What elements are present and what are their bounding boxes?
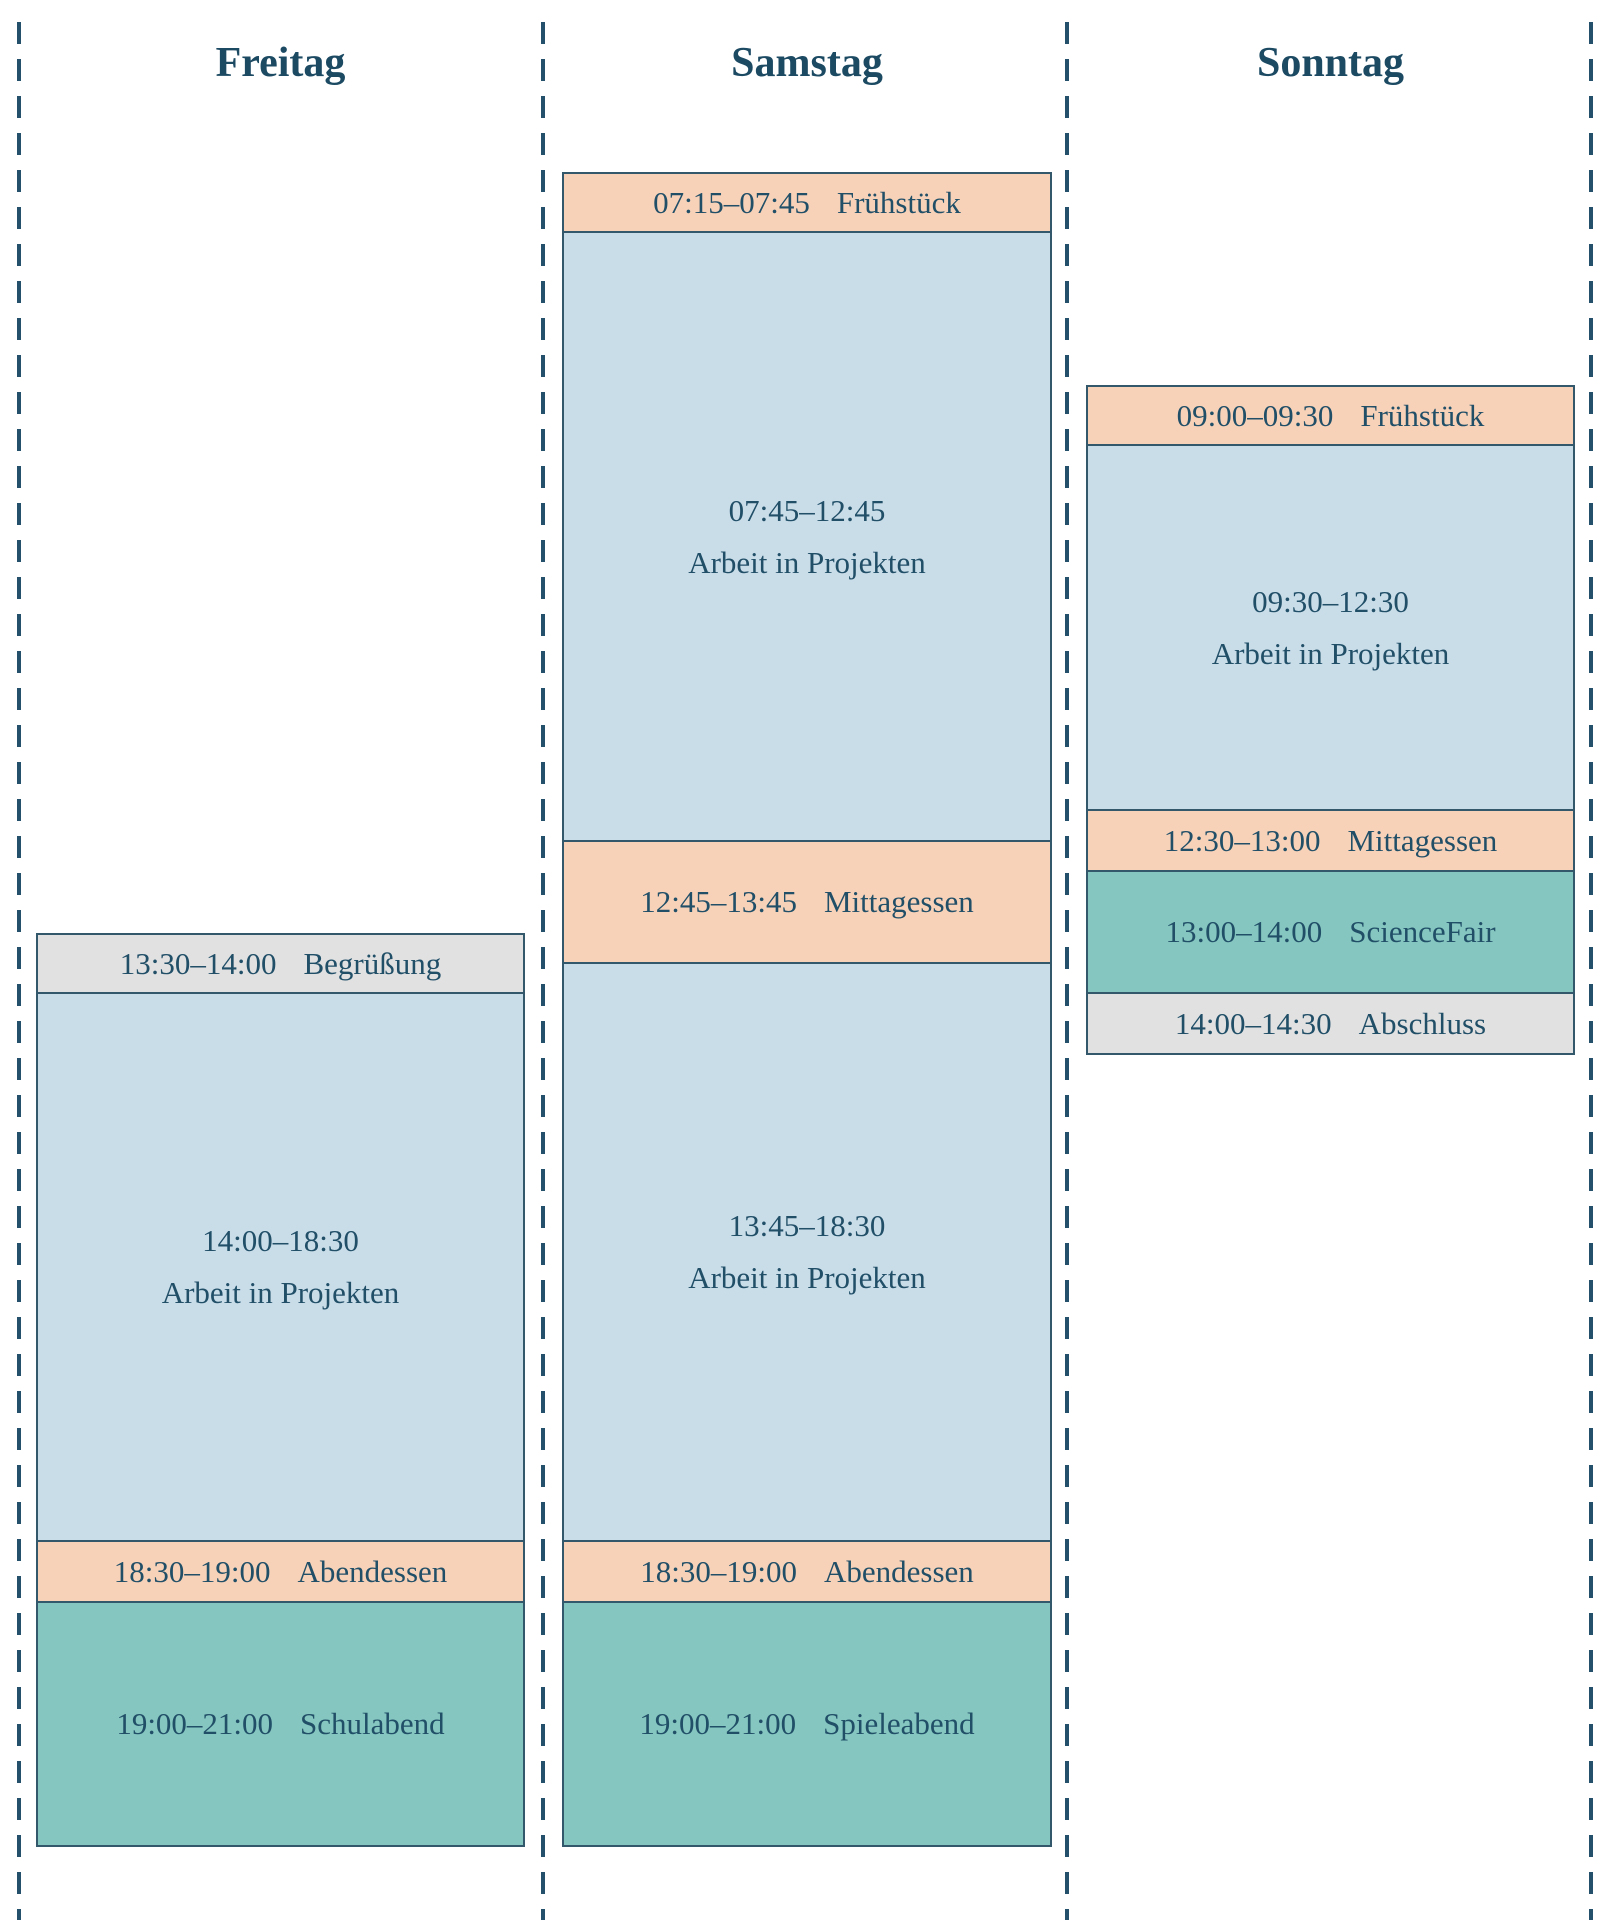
event-time: 14:00–18:30 (202, 1223, 359, 1258)
event-time: 14:00–14:30 (1174, 1005, 1332, 1041)
event-label: Frühstück (836, 184, 961, 220)
column-separator-line (541, 22, 545, 1920)
event-block: 19:00–21:00 Spieleabend (562, 1601, 1052, 1847)
event-block: 13:30–14:00 Begrüßung (36, 933, 525, 994)
event-label: Schulabend (300, 1706, 445, 1741)
column-separator-line (1065, 22, 1069, 1920)
event-block: 09:00–09:30 Frühstück (1086, 385, 1575, 446)
event-block: 14:00–14:30 Abschluss (1086, 992, 1575, 1055)
column-separator-line (1589, 22, 1593, 1920)
event-time: 09:00–09:30 (1176, 397, 1334, 433)
event-time: 18:30–19:00 (113, 1553, 271, 1589)
event-label: Abendessen (297, 1553, 448, 1589)
event-label: Spieleabend (823, 1706, 975, 1741)
event-label: Arbeit in Projekten (161, 1275, 400, 1310)
event-time: 07:15–07:45 (653, 184, 810, 220)
event-block: 13:00–14:00 ScienceFair (1086, 870, 1575, 994)
event-block: 07:15–07:45 Frühstück (562, 172, 1052, 233)
event-label: Mittagessen (1347, 822, 1498, 858)
event-time: 19:00–21:00 (639, 1706, 797, 1741)
event-label: Frühstück (1360, 397, 1485, 433)
event-block: 12:30–13:00 Mittagessen (1086, 809, 1575, 872)
day-header-saturday: Samstag (731, 40, 883, 86)
column-separator-line (17, 22, 21, 1920)
day-header-sunday: Sonntag (1256, 40, 1405, 86)
event-time: 12:30–13:00 (1163, 822, 1321, 858)
event-time: 18:30–19:00 (640, 1553, 797, 1589)
event-block: 18:30–19:00 Abendessen (562, 1540, 1052, 1603)
event-time: 07:45–12:45 (728, 492, 886, 528)
event-label: Abendessen (823, 1553, 974, 1589)
event-time: 09:30–12:30 (1252, 583, 1409, 619)
event-label: ScienceFair (1349, 914, 1496, 949)
event-time: 13:30–14:00 (119, 945, 277, 981)
event-label: Arbeit in Projekten (688, 1260, 926, 1295)
event-label: Arbeit in Projekten (1211, 635, 1450, 671)
event-block: 18:30–19:00 Abendessen (36, 1540, 525, 1603)
event-block: 12:45–13:45 Mittagessen (562, 840, 1052, 964)
event-label: Arbeit in Projekten (688, 544, 926, 580)
event-label: Abschluss (1358, 1005, 1487, 1041)
event-label: Mittagessen (823, 884, 974, 919)
day-header-friday: Freitag (215, 40, 346, 86)
event-label: Begrüßung (303, 945, 442, 981)
event-time: 12:45–13:45 (640, 884, 797, 919)
event-block: 19:00–21:00 Schulabend (36, 1601, 525, 1847)
event-time: 19:00–21:00 (116, 1706, 274, 1741)
event-time: 13:45–18:30 (728, 1208, 886, 1243)
event-time: 13:00–14:00 (1165, 914, 1323, 949)
